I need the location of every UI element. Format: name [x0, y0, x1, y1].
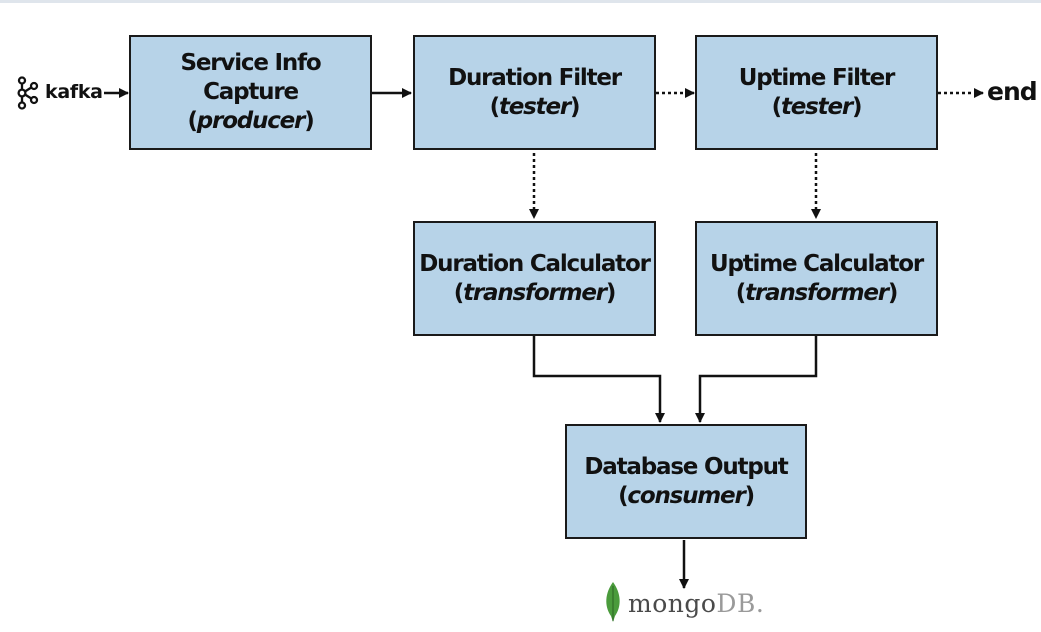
edges: [104, 88, 984, 589]
node-title: Service Info Capture: [180, 50, 322, 105]
node-role: (consumer): [618, 482, 755, 509]
kafka-icon: [17, 76, 39, 110]
uptime-calculator-node: Uptime Calculator (transformer): [695, 221, 938, 336]
database-output-node: Database Output (consumer): [565, 424, 807, 539]
node-role: (transformer): [735, 279, 899, 306]
duration-filter-node: Duration Filter (tester): [413, 35, 656, 150]
duration-calculator-node: Duration Calculator (transformer): [413, 221, 656, 336]
kafka-label: kafka: [45, 81, 103, 103]
node-role: (transformer): [453, 279, 617, 306]
mongodb-leaf-icon: [606, 582, 620, 622]
service-info-capture-node: Service Info Capture (producer): [129, 35, 372, 150]
node-role: (producer): [187, 108, 314, 134]
edge-duration-calculator-to-database-output: [532, 336, 665, 423]
node-title: Database Output: [584, 453, 788, 480]
end-label: end: [987, 77, 1038, 106]
top-divider: [0, 0, 1041, 3]
edge-uptime-calculator-to-database-output: [695, 336, 818, 423]
node-title: Uptime Filter: [738, 64, 896, 91]
node-title: Duration Filter: [448, 64, 622, 91]
node-title: Duration Calculator: [419, 250, 651, 277]
uptime-filter-node: Uptime Filter (tester): [695, 35, 938, 150]
node-role: (tester): [489, 93, 581, 120]
node-role: (tester): [771, 93, 863, 120]
mongodb-label: mongoDB.: [628, 589, 765, 618]
node-title: Uptime Calculator: [709, 250, 924, 277]
